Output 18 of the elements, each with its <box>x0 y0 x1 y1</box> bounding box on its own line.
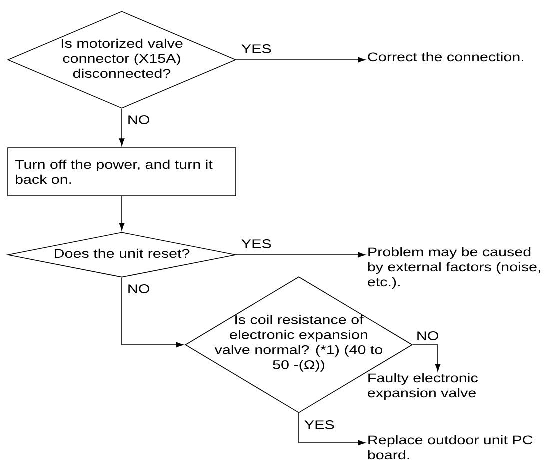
edge-label: NO <box>418 332 439 340</box>
process-box: Turn off the power, and turn it back on. <box>8 148 236 196</box>
arrow <box>236 57 366 63</box>
edge-label: YES <box>242 44 272 54</box>
edge-label: YES <box>242 240 272 248</box>
outcome-text: Faulty electronic expansion valve <box>368 373 478 400</box>
edge-label: NO <box>128 116 150 124</box>
outcome-text: Problem may be caused by external factors (noise, etc.). <box>368 247 540 290</box>
arrow <box>119 196 125 231</box>
outcome-text: Correct the connection. <box>368 52 524 62</box>
arrow <box>122 277 184 348</box>
arrow <box>412 344 441 372</box>
arrow <box>119 108 125 146</box>
outcome-text: Replace outdoor unit PC board. <box>368 435 533 460</box>
arrow <box>298 412 366 446</box>
edge-label: NO <box>128 284 150 294</box>
edge-label: YES <box>304 420 334 430</box>
arrow <box>236 252 366 258</box>
